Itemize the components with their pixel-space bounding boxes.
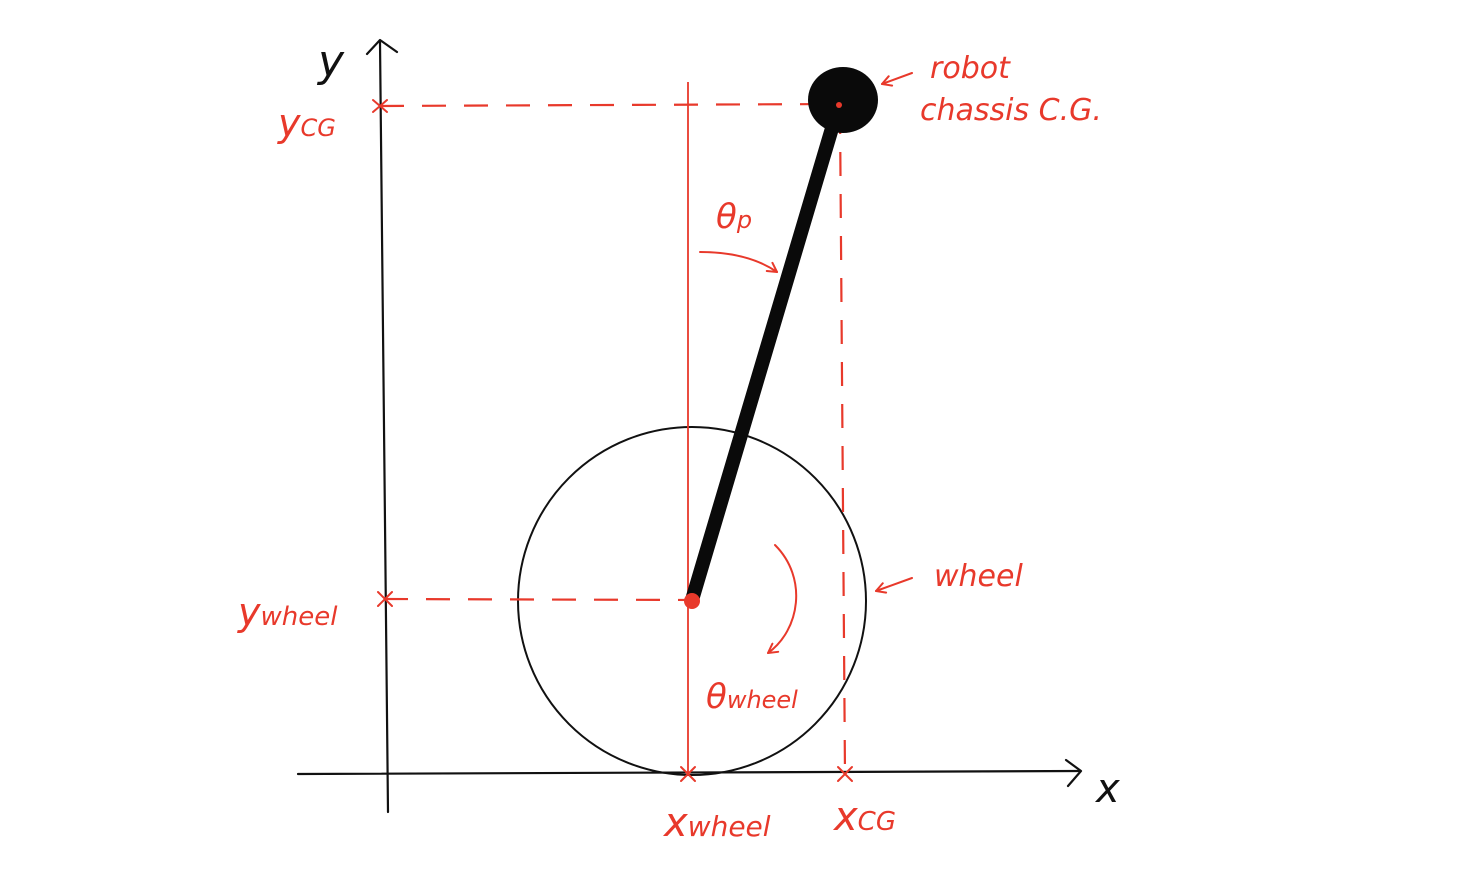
robot-cg-label-line1: robot xyxy=(930,51,1011,86)
x-cg-label: xCG xyxy=(832,794,896,840)
y-wheel-tick-mark xyxy=(377,591,393,607)
x-wheel-label: xwheel xyxy=(662,800,771,846)
x-axis-label: x xyxy=(1094,766,1120,812)
axis-tick-marks xyxy=(372,99,853,782)
x-wheel-tick-mark xyxy=(680,766,696,782)
theta-p-arrow xyxy=(699,251,778,273)
y-axis-line xyxy=(378,40,390,814)
wheel-circle xyxy=(517,426,867,776)
robot-cg-pointer-arrow xyxy=(881,72,913,87)
y-cg-dashed-line xyxy=(379,102,839,108)
theta-p-label: θp xyxy=(716,197,752,237)
x-cg-dashed-line xyxy=(838,109,847,776)
robot-cg-label-line2: chassis C.G. xyxy=(920,93,1102,128)
y-axis-label: y xyxy=(316,36,345,87)
y-axis-arrowhead xyxy=(365,38,399,56)
projection-lines xyxy=(379,102,847,776)
y-wheel-label: ywheel xyxy=(237,590,338,634)
chassis-cg-mass xyxy=(808,67,878,133)
theta-wheel-arrow xyxy=(767,544,798,654)
wheel-center-point xyxy=(684,593,700,609)
theta-wheel-label: θwheel xyxy=(706,677,798,717)
x-axis-arrowhead xyxy=(1064,758,1083,788)
chassis-rod xyxy=(685,101,845,607)
wheel-pointer-arrow xyxy=(875,577,913,594)
y-wheel-dashed-line xyxy=(383,597,691,602)
y-cg-tick-mark xyxy=(372,99,388,113)
y-cg-label: yCG xyxy=(277,101,336,145)
robot-chassis xyxy=(684,67,878,609)
wheel-label: wheel xyxy=(934,559,1023,594)
x-cg-tick-mark xyxy=(837,766,853,782)
chassis-cg-point xyxy=(836,102,842,108)
